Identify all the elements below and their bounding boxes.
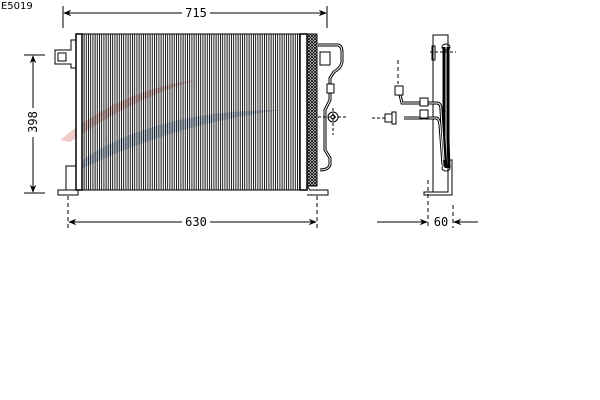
condenser-core <box>81 33 301 191</box>
right-bracket <box>319 51 331 66</box>
dimension-core-width <box>67 196 318 228</box>
right-tank <box>299 33 308 191</box>
part-code-label: JE5019 <box>0 1 33 12</box>
dimension-core-width-label: 630 <box>185 215 207 229</box>
pipe-fitting <box>326 83 335 94</box>
side-fitting-top <box>394 85 404 96</box>
side-view <box>372 34 456 228</box>
front-view <box>54 33 348 196</box>
dimension-width-overall-label: 715 <box>185 6 207 20</box>
dimension-depth-label: 60 <box>434 215 448 229</box>
left-tank <box>75 33 83 191</box>
left-top-bracket <box>54 39 76 69</box>
side-foot <box>423 159 453 196</box>
receiver-drier <box>306 33 318 187</box>
dimension-width-overall <box>62 6 328 28</box>
right-foot <box>306 185 329 196</box>
left-bottom-bracket <box>57 165 79 196</box>
refrigerant-pipe-inner <box>318 44 343 171</box>
dimension-height <box>24 54 45 194</box>
dimension-height-label: 398 <box>26 111 40 133</box>
